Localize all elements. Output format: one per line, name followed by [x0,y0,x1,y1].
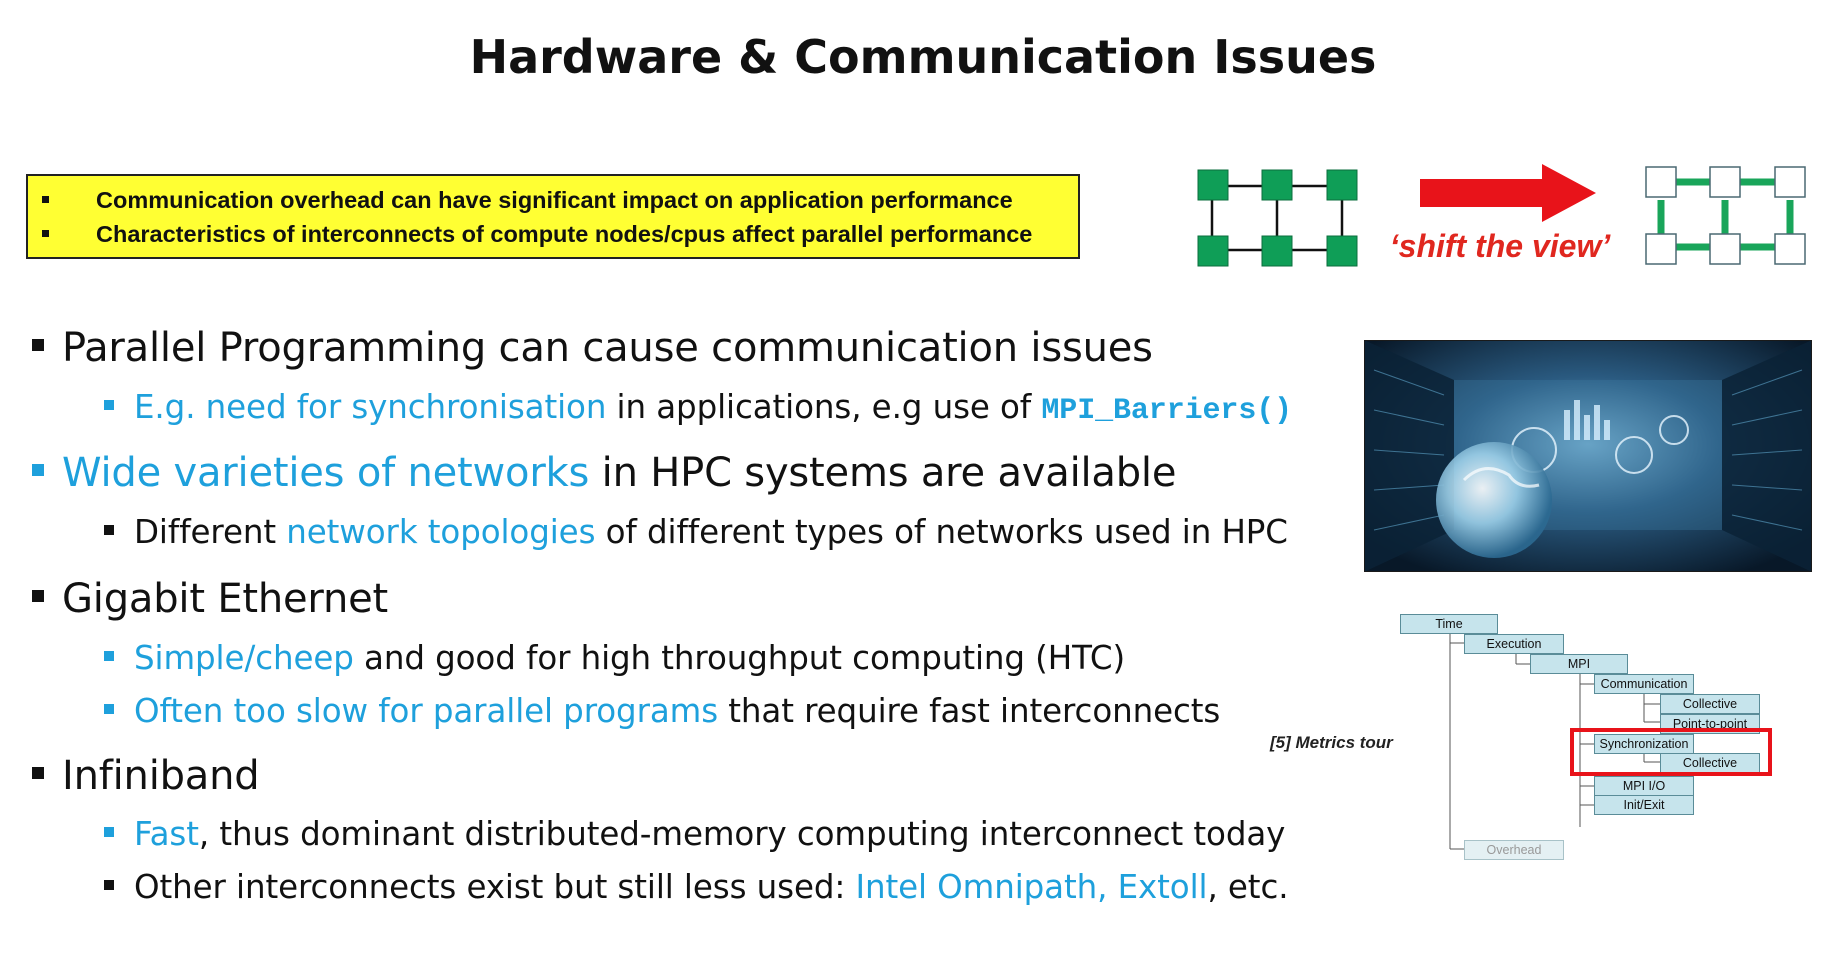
tree-node-time: Time [1400,614,1498,634]
bullet-parallel-programming: Parallel Programming can cause communica… [32,324,1153,372]
bullet-network-varieties: Wide varieties of networks in HPC system… [32,449,1176,497]
bullet-text: Gigabit Ethernet [62,576,389,622]
bullet-highlight: Simple/cheep [134,639,354,677]
synchronization-selection-box [1570,728,1772,776]
bullet-text: and good for high throughput computing (… [353,639,1126,677]
tree-node-sync-collective: Collective [1660,753,1760,773]
bullet-gigabit-ethernet: Gigabit Ethernet [32,575,388,623]
bullet-network-topologies: Different network topologies of differen… [104,512,1288,552]
bullet-text: Parallel Programming can cause communica… [62,325,1153,371]
tree-node-init-exit: Init/Exit [1594,795,1694,815]
metrics-tree: Time Execution MPI Communication Collect… [1400,604,1846,864]
mpi-barriers-code: MPI_Barriers() [1041,394,1293,428]
bullet-square-icon [104,880,114,890]
metrics-tour-caption: [5] Metrics tour [1270,733,1393,752]
bullet-highlight: Intel Omnipath, Extoll [855,868,1208,906]
tree-node-collective: Collective [1660,694,1760,714]
bullet-square-icon [104,827,114,837]
bullet-text: , etc. [1207,868,1289,906]
bullet-text: in applications, e.g use of [606,388,1042,426]
bullet-highlight: Often too slow for parallel programs [134,692,719,730]
bullet-square-icon [42,196,49,203]
tree-node-mpi: MPI [1530,654,1628,674]
bullet-highlight: network topologies [286,513,596,551]
bullet-text: , thus dominant distributed-memory compu… [198,815,1286,853]
bullet-fast-dominant: Fast, thus dominant distributed-memory c… [104,814,1285,854]
bullet-simple-cheep: Simple/cheep and good for high throughpu… [104,638,1125,678]
bullet-square-icon [104,704,114,714]
shift-the-view-label: ‘shift the view’ [1389,228,1611,264]
bullet-square-icon [32,464,44,476]
bullet-square-icon [32,767,44,779]
bullet-too-slow: Often too slow for parallel programs tha… [104,691,1220,731]
bullet-text: Infiniband [62,753,260,799]
tree-node-synchronization: Synchronization [1594,734,1694,754]
hpc-datacenter-image [1364,340,1812,572]
tree-node-overhead: Overhead [1464,840,1564,860]
bullet-highlight: Wide varieties of networks [62,450,590,496]
key-points-box: Communication overhead can have signific… [26,174,1080,259]
bullet-highlight: Fast [134,815,199,853]
bullet-square-icon [104,400,114,410]
bullet-text: in HPC systems are available [589,450,1177,496]
bullet-square-icon [104,525,114,535]
tree-node-communication: Communication [1594,674,1694,694]
tree-node-execution: Execution [1464,634,1564,654]
bullet-highlight: E.g. need for synchronisation [134,388,607,426]
shift-arrow-icon [1420,164,1596,222]
key-point-1-text: Communication overhead can have signific… [96,187,1013,213]
bullet-other-interconnects: Other interconnects exist but still less… [104,867,1289,907]
bullet-square-icon [32,339,44,351]
tree-node-mpi-io: MPI I/O [1594,776,1694,796]
bullet-text: of different types of networks used in H… [595,513,1288,551]
bullet-synchronisation: E.g. need for synchronisation in applica… [104,387,1292,431]
node-links-icon [1645,166,1806,265]
slide-title: Hardware & Communication Issues [469,30,1377,84]
key-point-2-text: Characteristics of interconnects of comp… [96,221,1033,247]
bullet-square-icon [104,651,114,661]
bullet-text: Other interconnects exist but still less… [134,868,856,906]
bullet-text: that require fast interconnects [718,692,1221,730]
mesh-topology-icon [1197,169,1358,267]
bullet-square-icon [42,230,49,237]
bullet-text: Different [134,513,287,551]
bullet-square-icon [32,590,44,602]
bullet-infiniband: Infiniband [32,752,260,800]
